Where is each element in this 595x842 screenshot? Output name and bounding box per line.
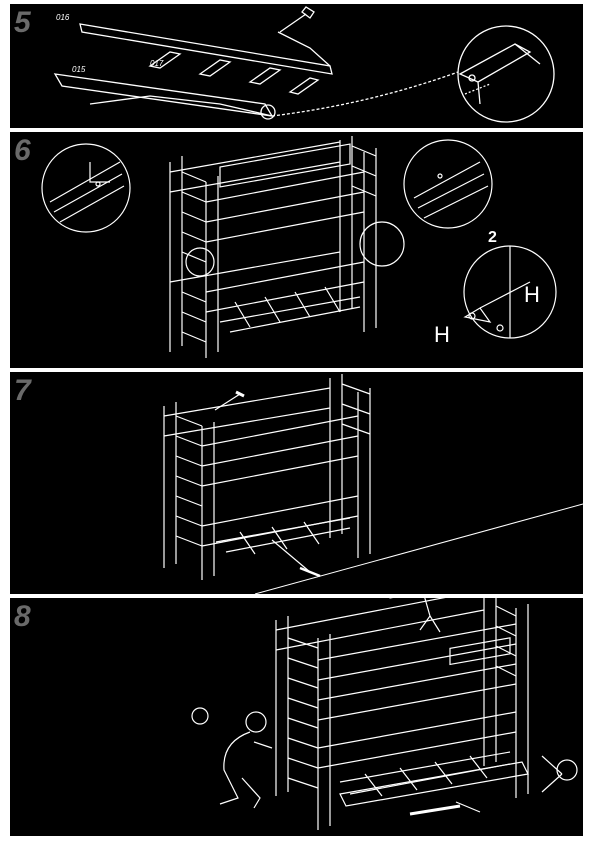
step-7-panel: 7	[10, 372, 583, 594]
step-6-illustration: 2 H H	[41, 136, 557, 358]
part-label-017: 017	[150, 59, 164, 68]
step-5-illustration: 016 015 017	[53, 6, 555, 123]
step-number: 6	[14, 134, 31, 167]
part-label-015: 015	[72, 65, 86, 74]
step-8-illustration	[191, 598, 578, 830]
step-number: 7	[14, 374, 31, 407]
step-7-illustration	[163, 374, 583, 594]
bolt-label-right: H	[524, 282, 540, 307]
detail-count-label: 2	[488, 229, 497, 246]
step-6-panel: 6	[10, 132, 583, 368]
step-8-panel: 8	[10, 598, 583, 836]
step-number: 5	[14, 6, 31, 39]
step-5-panel: 5 016 015 017	[10, 4, 583, 128]
part-label-016: 016	[56, 13, 70, 22]
bolt-label-left: H	[434, 322, 450, 347]
step-number: 8	[14, 600, 31, 633]
